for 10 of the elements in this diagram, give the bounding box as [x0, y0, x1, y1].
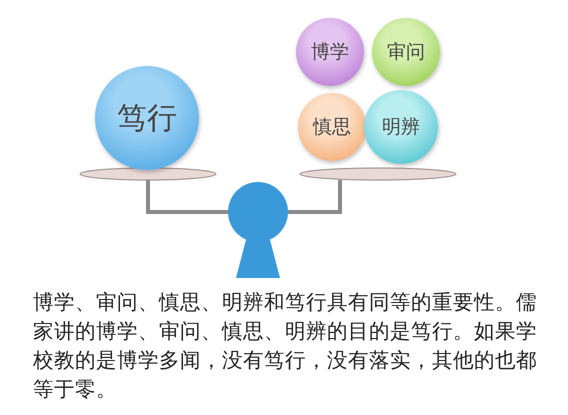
circle-node	[298, 93, 366, 161]
node-label: 慎思	[313, 115, 351, 140]
node-label: 笃行	[117, 100, 177, 138]
caption-paragraph: 博学、审问、慎思、明辨和笃行具有同等的重要性。儒家讲的博学、审问、慎思、明辨的目的是笃行。如果学校教的是博学多闻，没有笃行，没有落实，其他的也都等于零。	[33, 289, 538, 403]
circle-node	[296, 18, 364, 86]
node-label: 审问	[387, 40, 425, 65]
node-label: 博学	[311, 40, 349, 65]
circle-node	[364, 90, 438, 164]
circle-node	[372, 18, 440, 86]
node-label: 明辨	[382, 115, 420, 140]
